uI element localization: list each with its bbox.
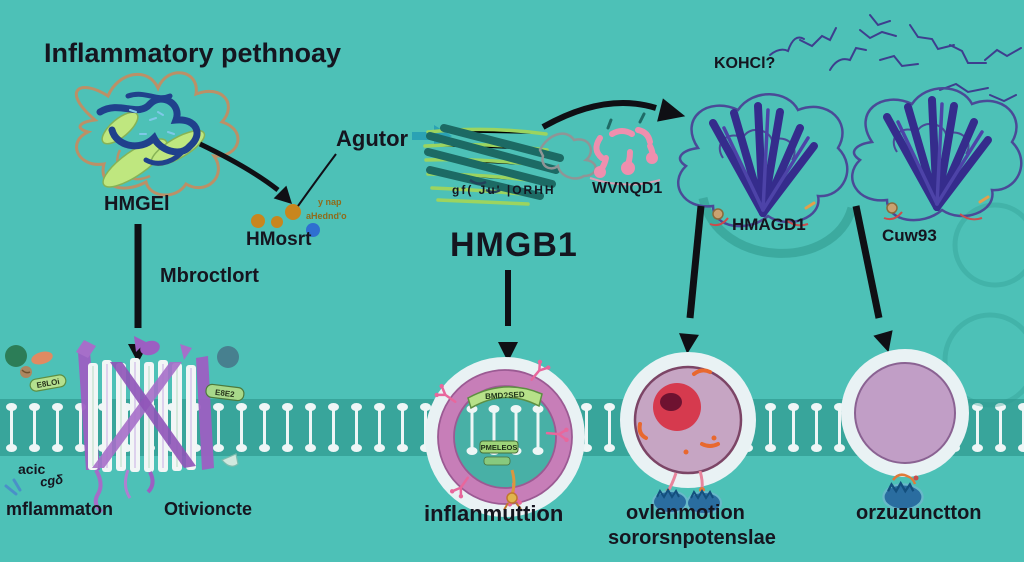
cell-inflammation: BMD?SED PMELEOS	[425, 356, 585, 517]
label-twigs: KOHCl?	[714, 55, 776, 72]
note-line2: aHednd'o	[306, 211, 347, 221]
label-agonist: Agutor	[336, 126, 409, 151]
cell-nucleus	[620, 352, 756, 515]
pill-right-text: E8E2	[215, 388, 236, 399]
label-cell1: inflanmuttion	[424, 501, 564, 526]
label-process: Mbroctlort	[160, 265, 259, 287]
background-faint-circles	[942, 202, 1024, 408]
cell1-pill-text: PMELEOS	[481, 443, 518, 452]
pill-left-text: E8LOi	[36, 377, 60, 390]
label-receptor-left: HMAGD1	[732, 215, 806, 234]
label-receptor-right: Cuw93	[882, 226, 937, 245]
label-cell2-line1: ovlenmotion	[626, 502, 745, 524]
receptor-protein-right	[852, 88, 1021, 220]
label-hmgb1: HMGB1	[450, 226, 578, 264]
label-protein-left: HMGEl	[104, 193, 170, 215]
caption-protein-mid: gf( Ju' |ORHH	[452, 183, 556, 197]
label-cell2-line2: sororsnpotenslae	[608, 527, 776, 549]
label-membrane-left-2: Otivioncte	[164, 499, 253, 519]
note-line1: y nap	[318, 197, 342, 207]
pink-complex	[589, 112, 661, 186]
note-acid: acic	[18, 461, 46, 477]
label-membrane-left-1: mflammaton	[6, 499, 114, 519]
protein-hmgel	[74, 71, 240, 197]
arrow-receptor-right-down	[852, 205, 893, 353]
label-cell3: orzuzunctton	[856, 502, 982, 524]
membrane-channel	[76, 336, 214, 514]
shadow-arc	[698, 196, 857, 258]
label-released: HMosrt	[246, 229, 312, 250]
branching-twigs	[769, 14, 1022, 103]
arrow-mid-to-receptors	[541, 98, 686, 130]
arrow-receptor-left-down	[679, 205, 705, 354]
note-cgs: cgδ	[39, 471, 65, 490]
arrow-hmgb1-down	[498, 270, 518, 362]
arrow-protein-to-dots	[198, 141, 293, 205]
diagram-title: Inflammatory pethnoay	[44, 38, 342, 68]
label-pink-complex: WVNQD1	[592, 180, 663, 197]
channel-debris: E8LOi E8E2	[4, 345, 245, 496]
cell1-banner-text: BMD?SED	[485, 390, 525, 401]
released-molecules	[251, 153, 337, 237]
cell-plain	[841, 349, 969, 511]
